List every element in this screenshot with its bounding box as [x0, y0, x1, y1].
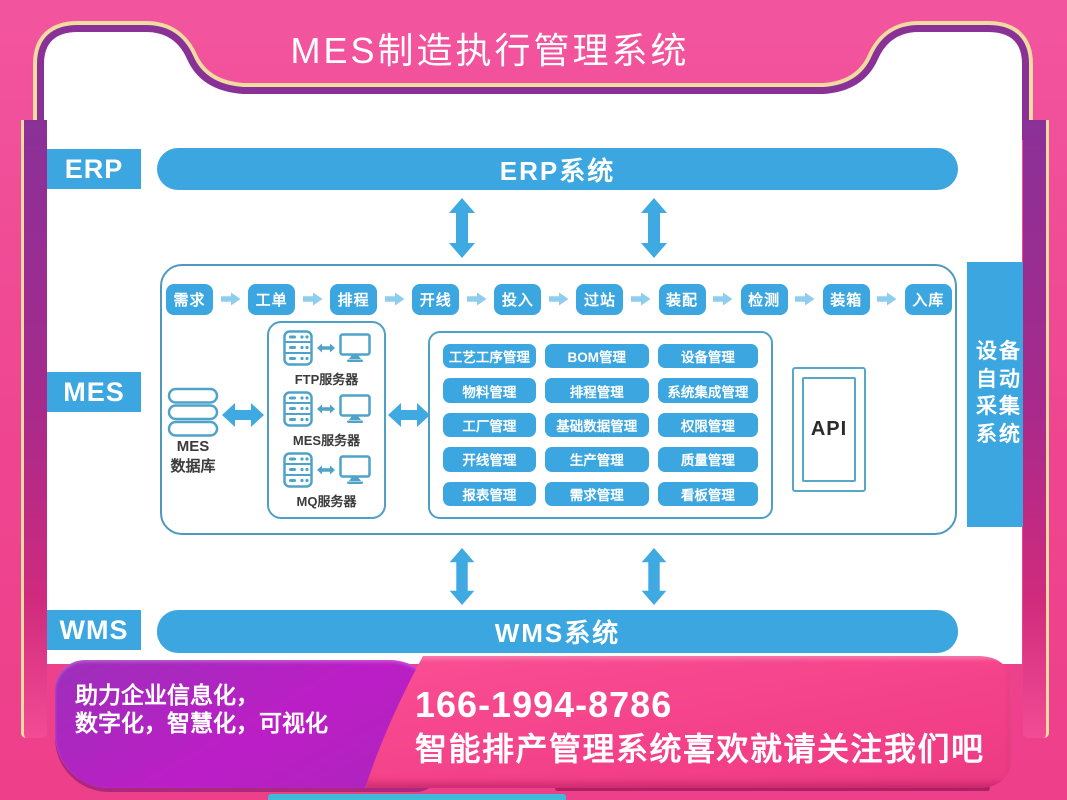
database-label: MES 数据库 [151, 437, 235, 477]
flow-step: 需求 [166, 283, 213, 315]
server-label: MES服务器 [292, 433, 361, 448]
flow-step: 投入 [494, 283, 542, 315]
footer-card-shadow [555, 786, 990, 791]
flow-step: 开线 [412, 283, 460, 315]
right-arrow-icon [713, 292, 733, 306]
server-rack-icon [282, 452, 313, 488]
right-arrow-icon [466, 292, 487, 306]
double-arrow-horizontal-icon [222, 403, 264, 427]
module-chip: BOM管理 [544, 344, 649, 369]
right-arrow-icon [877, 292, 897, 306]
sync-arrow-icon [316, 343, 335, 353]
footer-phone: 166-1994-8786 [415, 684, 673, 725]
right-arrow-icon [302, 292, 323, 306]
module-chip: 报表管理 [443, 481, 536, 506]
server-rack-icon [282, 391, 313, 427]
module-chip: 权限管理 [657, 412, 758, 438]
module-chip: 工艺工序管理 [443, 344, 536, 369]
right-bar-line: 系统 [976, 422, 1022, 446]
monitor-icon [338, 394, 371, 423]
module-chip: 基础数据管理 [544, 412, 649, 438]
double-arrow-horizontal-icon [388, 403, 430, 427]
module-chip: 看板管理 [657, 481, 758, 506]
server-unit-ftp: FTP服务器 [282, 330, 371, 388]
footer-contact-card [365, 656, 1012, 788]
monitor-icon [338, 455, 371, 484]
header-curve-frame [33, 21, 1033, 140]
right-bar-line: 采集 [976, 395, 1022, 418]
module-chip: 工厂管理 [443, 412, 536, 438]
server-rack-icon [282, 330, 313, 366]
erp-system-bar: ERP系统 [157, 148, 958, 190]
production-flow-row: 需求 工单 排程 开线 投入 过站 装配 检测 装箱 入库 [166, 283, 952, 315]
double-arrow-vertical-icon [449, 548, 475, 605]
database-label-line2: 数据库 [170, 458, 216, 475]
erp-row-label: ERP [47, 149, 141, 189]
flow-step: 装配 [658, 283, 706, 315]
api-label: API [802, 377, 856, 482]
left-frame-strip [21, 120, 47, 738]
footer-tagline: 助力企业信息化， 数字化，智慧化，可视化 [75, 681, 328, 737]
right-frame-strip [1023, 120, 1049, 738]
footer-tagline-line1: 助力企业信息化， [75, 682, 259, 708]
flow-step: 排程 [330, 283, 378, 315]
footer-slogan: 智能排产管理系统喜欢就请关注我们吧 [415, 731, 985, 767]
right-arrow-icon [384, 292, 405, 306]
right-arrow-icon [795, 292, 815, 306]
right-arrow-icon [220, 292, 241, 306]
flow-step: 检测 [740, 283, 788, 315]
module-chip: 开线管理 [443, 447, 536, 472]
modules-box: 工艺工序管理 BOM管理 设备管理 物料管理 排程管理 系统集成管理 工厂管理 … [428, 331, 773, 519]
wms-system-bar: WMS系统 [157, 610, 958, 653]
right-arrow-icon [548, 292, 569, 306]
double-arrow-vertical-icon [641, 548, 667, 605]
server-unit-mq: MQ服务器 [282, 452, 371, 510]
module-chip: 系统集成管理 [657, 378, 758, 403]
server-unit-mes: MES服务器 [282, 391, 371, 449]
server-label: MQ服务器 [296, 494, 357, 509]
double-arrow-vertical-icon [449, 198, 475, 258]
database-icon [167, 387, 219, 437]
right-bar-line: 设备 [976, 340, 1022, 363]
flow-step: 过站 [576, 283, 624, 315]
mes-row-label: MES [47, 372, 141, 412]
module-chip: 生产管理 [544, 447, 649, 472]
sync-arrow-icon [316, 465, 335, 475]
servers-box: FTP服务器 MES服务器 [267, 321, 386, 519]
module-chip: 需求管理 [544, 481, 649, 506]
database-label-line1: MES [176, 438, 210, 455]
sync-arrow-icon [316, 404, 335, 414]
api-box: API [792, 367, 866, 492]
module-chip: 物料管理 [443, 378, 536, 403]
flow-step: 入库 [904, 283, 952, 315]
wms-row-label: WMS [47, 610, 141, 650]
right-arrow-icon [631, 292, 651, 306]
flow-step: 工单 [248, 283, 296, 315]
monitor-icon [338, 333, 371, 362]
right-bar-line: 自动 [976, 367, 1022, 391]
page-title: MES制造执行管理系统 [290, 30, 690, 71]
module-chip: 质量管理 [657, 447, 758, 472]
double-arrow-vertical-icon [641, 198, 667, 258]
module-chip: 设备管理 [657, 344, 758, 369]
module-chip: 排程管理 [544, 378, 649, 403]
footer-tagline-line2: 数字化，智慧化，可视化 [75, 710, 328, 736]
bottom-teal-strip [268, 794, 566, 800]
flow-step: 装箱 [822, 283, 870, 315]
server-label: FTP服务器 [294, 372, 359, 387]
